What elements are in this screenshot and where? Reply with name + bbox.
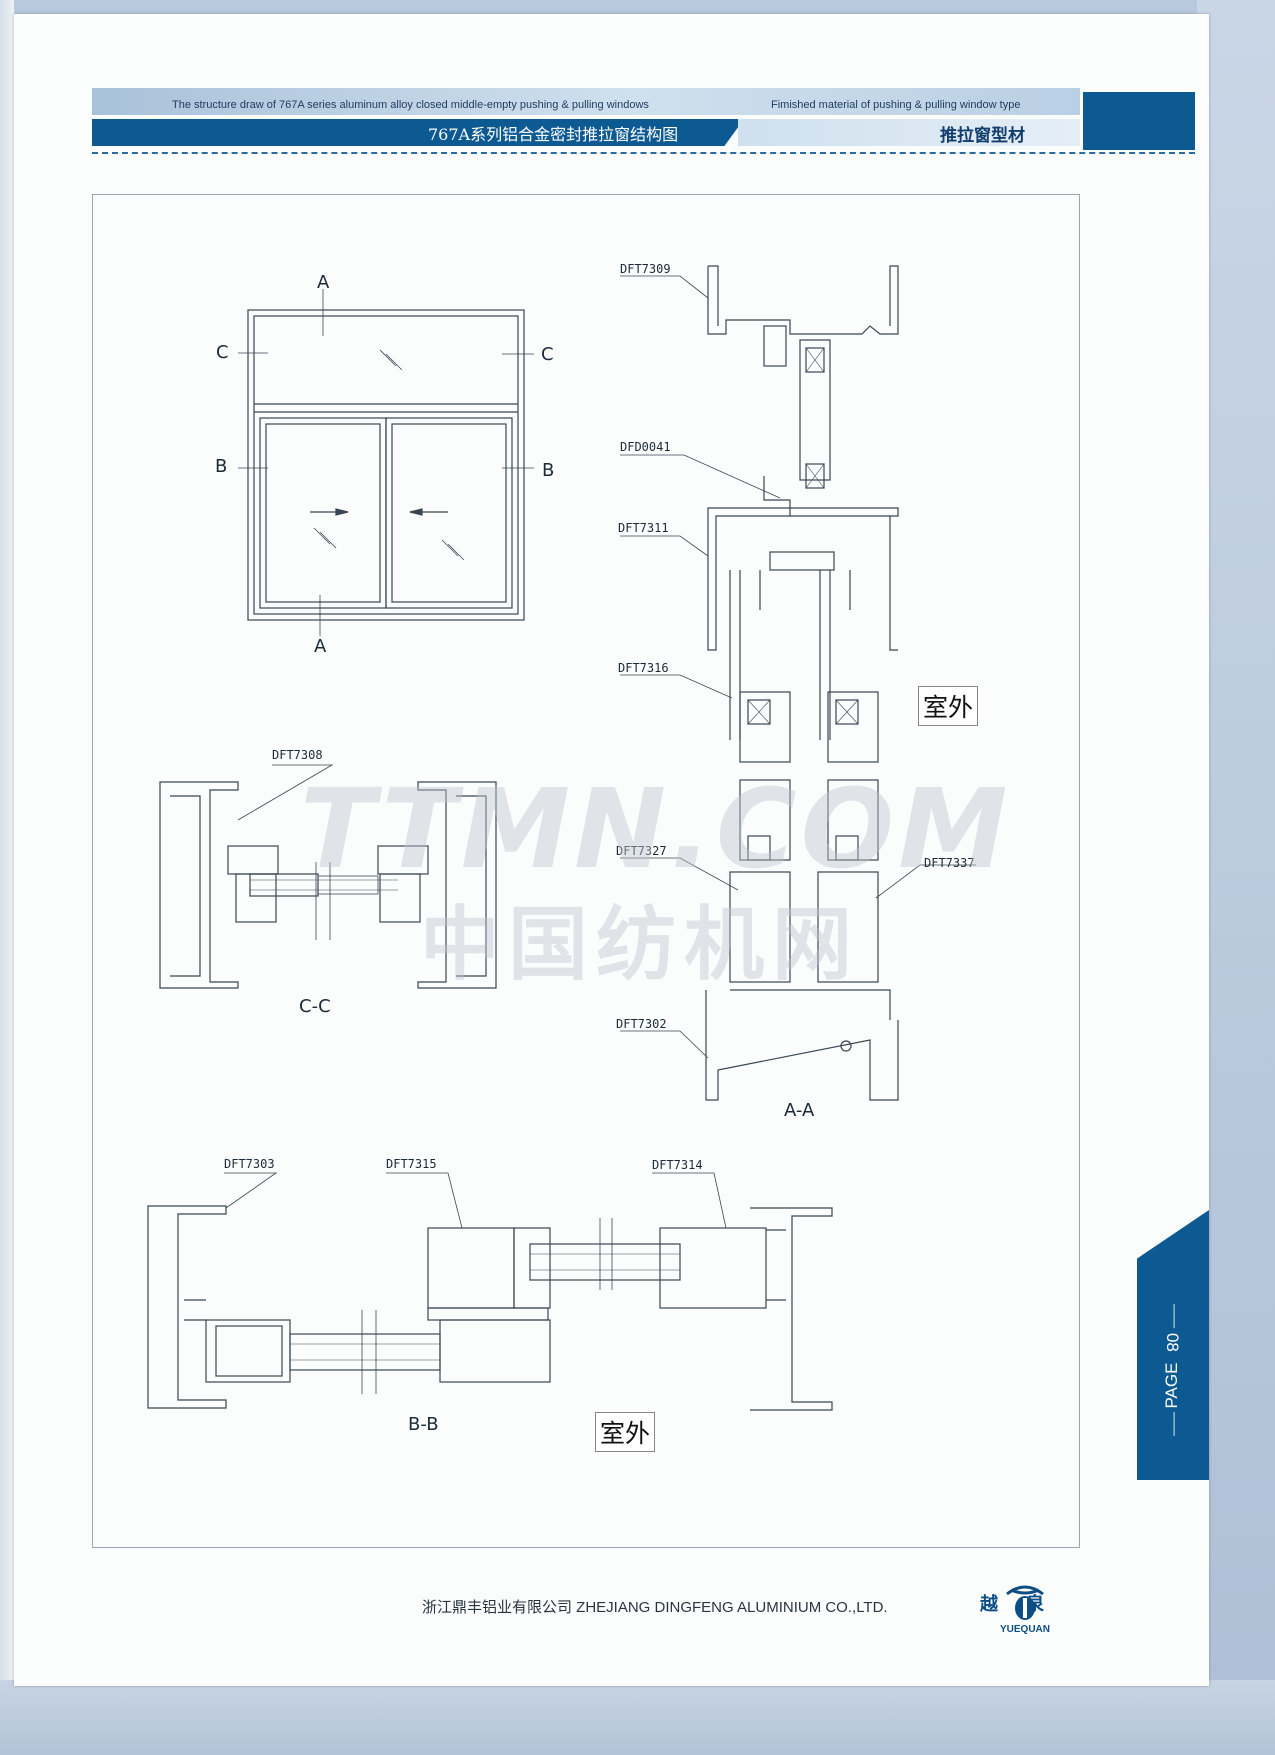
- part-label-dft7303: DFT7303: [224, 1157, 275, 1171]
- header-dashed-rule: [92, 152, 1195, 154]
- section-title-aa: A-A: [784, 1100, 815, 1121]
- page-binding-shadow: [0, 0, 14, 1755]
- elevation-label-a-top: A: [317, 272, 330, 293]
- header-category-english: Fimished material of pushing & pulling w…: [771, 99, 1021, 111]
- elevation-label-c-right: C: [541, 344, 554, 365]
- header-title-chinese: 767A系列铝合金密封推拉窗结构图: [428, 125, 679, 144]
- header-middle-band: [738, 119, 1080, 146]
- elevation-label-b-right: B: [542, 460, 555, 481]
- part-label-dft7315: DFT7315: [386, 1157, 437, 1171]
- part-label-dft7309: DFT7309: [620, 262, 671, 276]
- part-label-dft7314: DFT7314: [652, 1158, 703, 1172]
- part-label-dft7311: DFT7311: [618, 521, 669, 535]
- header-top-band: [92, 88, 1080, 115]
- window-elevation: [238, 289, 534, 636]
- elevation-label-b-left: B: [215, 456, 228, 477]
- drawing-frame: [92, 194, 1080, 1548]
- page-number-label: —— PAGE 08 ——: [1162, 1304, 1182, 1436]
- document-page: [14, 14, 1209, 1686]
- header-title-bar: [92, 119, 744, 146]
- part-label-dft7327: DFT7327: [616, 844, 667, 858]
- watermark-chinese: 中国纺机网: [420, 898, 860, 991]
- section-title-bb: B-B: [408, 1414, 439, 1435]
- section-cc-drawing: [159, 781, 497, 989]
- elevation-label-a-bottom: A: [314, 636, 327, 657]
- bottom-background-strip: [0, 1680, 1275, 1755]
- right-background-strip: [1197, 0, 1275, 1755]
- brand-logo-english: YUEQUAN: [1000, 1624, 1051, 1635]
- part-label-dft7337: DFT7337: [924, 856, 975, 870]
- page-word: PAGE: [1162, 1362, 1181, 1409]
- part-label-dft7302: DFT7302: [616, 1017, 667, 1031]
- section-bb-drawing: [147, 1205, 833, 1411]
- watermark-domain: TTMN.COM: [300, 765, 1012, 893]
- brand-logo-icon: [1006, 1585, 1044, 1620]
- elevation-label-c-left: C: [216, 342, 229, 363]
- header-category-chinese: 推拉窗型材: [940, 126, 1025, 146]
- page-number-tab: [1137, 1210, 1209, 1480]
- header-title-english: The structure draw of 767A series alumin…: [172, 99, 649, 111]
- leader-lines: [224, 275, 976, 1229]
- part-label-dft7308: DFT7308: [272, 748, 323, 762]
- outdoor-label-bb: 室外: [595, 1412, 656, 1452]
- footer-company-name: 浙江鼎丰铝业有限公司 ZHEJIANG DINGFENG ALUMINIUM C…: [422, 1599, 888, 1616]
- section-aa-drawing: [705, 265, 899, 1101]
- part-label-dfd0041: DFD0041: [620, 440, 671, 454]
- outdoor-label-aa: 室外: [918, 686, 979, 726]
- page-number: 08: [1163, 1332, 1182, 1352]
- header-corner-block: [1083, 92, 1195, 150]
- section-title-cc: C-C: [299, 996, 331, 1017]
- part-label-dft7316: DFT7316: [618, 661, 669, 675]
